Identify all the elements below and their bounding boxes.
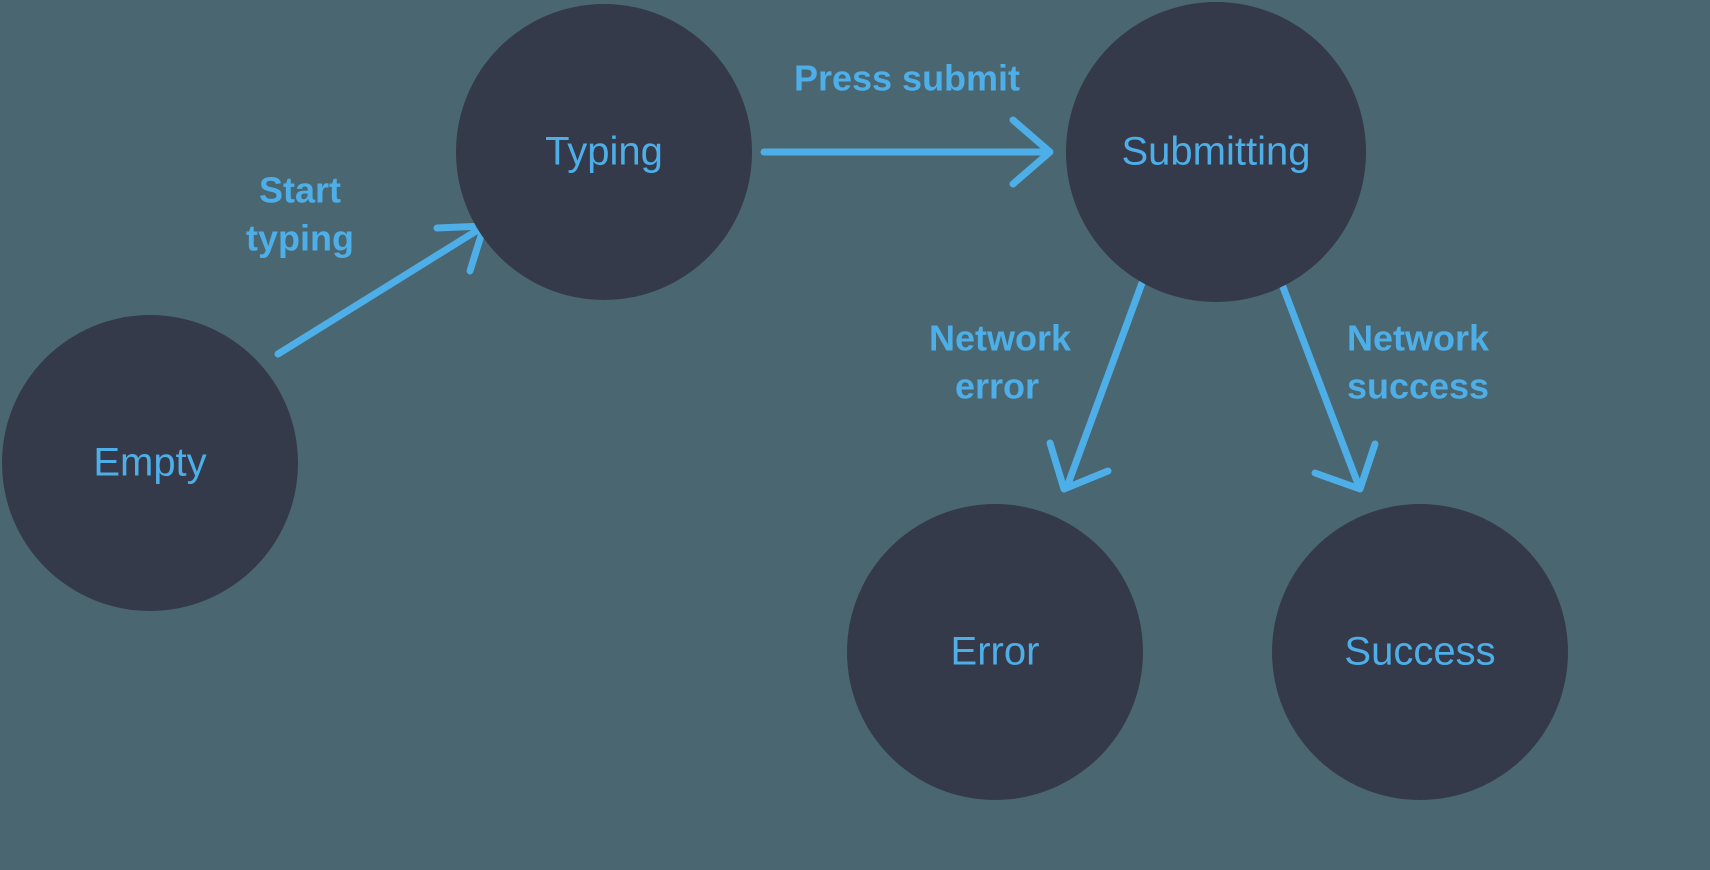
edge-empty-to-typing-line xyxy=(274,224,485,358)
edge-submitting-to-success xyxy=(1279,283,1379,493)
node-error[interactable]: Error xyxy=(847,504,1143,800)
node-empty-circle[interactable] xyxy=(2,315,298,611)
edge-label-press-submit: Press submit xyxy=(794,58,1020,99)
edge-label-press-submit-line1: Press submit xyxy=(794,58,1020,99)
edge-label-network-success: Network success xyxy=(1347,318,1490,407)
node-submitting[interactable]: Submitting xyxy=(1066,2,1366,302)
edge-label-network-error-line2: error xyxy=(955,366,1039,407)
edge-label-start-typing-line1: Start xyxy=(259,170,341,211)
node-success[interactable]: Success xyxy=(1272,504,1568,800)
node-typing[interactable]: Typing xyxy=(456,4,752,300)
edge-label-network-error-line1: Network xyxy=(929,318,1072,359)
node-error-circle[interactable] xyxy=(847,504,1143,800)
edge-submitting-to-error xyxy=(1046,279,1146,493)
node-error-label: Error xyxy=(951,630,1040,674)
edge-label-network-success-line1: Network xyxy=(1347,318,1490,359)
edge-typing-to-submitting xyxy=(760,116,1054,188)
node-submitting-circle[interactable] xyxy=(1066,2,1366,302)
edge-submitting-to-error-arrowhead xyxy=(1046,439,1112,493)
node-typing-label: Typing xyxy=(545,130,663,174)
edge-label-start-typing-line2: typing xyxy=(246,218,354,259)
node-success-circle[interactable] xyxy=(1272,504,1568,800)
node-empty[interactable]: Empty xyxy=(2,315,298,611)
node-success-label: Success xyxy=(1344,630,1495,674)
node-submitting-label: Submitting xyxy=(1122,130,1311,174)
node-typing-circle[interactable] xyxy=(456,4,752,300)
edge-label-network-error: Network error xyxy=(929,318,1072,407)
edge-submitting-to-error-line xyxy=(1064,279,1146,488)
edge-typing-to-submitting-arrowhead xyxy=(1009,116,1054,188)
edge-submitting-to-success-arrowhead xyxy=(1311,440,1379,493)
edge-label-network-success-line2: success xyxy=(1347,366,1489,407)
edge-submitting-to-success-line xyxy=(1279,283,1362,488)
edge-label-start-typing: Start typing xyxy=(246,170,354,259)
node-empty-label: Empty xyxy=(93,441,206,485)
